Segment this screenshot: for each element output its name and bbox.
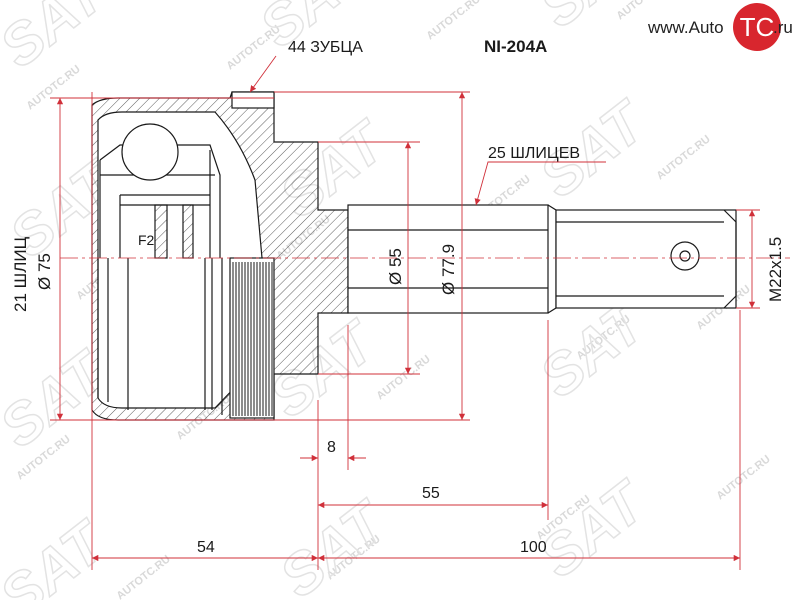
dim-54: 54 — [197, 539, 215, 556]
housing-diameter-label: Ø 77.9 — [439, 244, 458, 295]
site-logo-prefix: www.Auto — [648, 18, 724, 37]
thread-label: M22x1.5 — [766, 237, 785, 302]
watermark-text: AUTOTC.RU — [424, 0, 482, 42]
site-logo-suffix: .ru — [773, 18, 793, 37]
drawing-labels: NI-204A 44 ЗУБЦА 25 ШЛИЦЕВ 21 ШЛИЦ Ø 75 … — [11, 37, 785, 556]
part-number: NI-204A — [484, 37, 547, 56]
watermark-text: AUTOTC.RU — [714, 453, 772, 502]
site-logo-mark: TC — [733, 3, 781, 51]
outer-splines-label: 25 ШЛИЦЕВ — [488, 145, 580, 162]
dim-55: 55 — [422, 485, 440, 502]
shaft-diameter-label: Ø 55 — [386, 248, 405, 285]
watermark-text: AUTOTC.RU — [654, 133, 712, 182]
watermark-brand: SAT — [268, 487, 400, 600]
inner-splines-label: 21 ШЛИЦ — [11, 236, 30, 312]
watermark-brand: SAT — [0, 0, 120, 80]
dim-8: 8 — [327, 439, 336, 456]
f2-mark: F2 — [138, 232, 155, 248]
dimension-lines — [50, 55, 760, 570]
dim-100: 100 — [520, 539, 547, 556]
watermark-text: AUTOTC.RU — [114, 553, 172, 600]
watermark-brand: SAT — [0, 507, 120, 600]
abs-teeth-label: 44 ЗУБЦА — [288, 39, 363, 56]
cv-joint-outline — [60, 91, 790, 421]
inner-diameter-label: Ø 75 — [35, 253, 54, 290]
